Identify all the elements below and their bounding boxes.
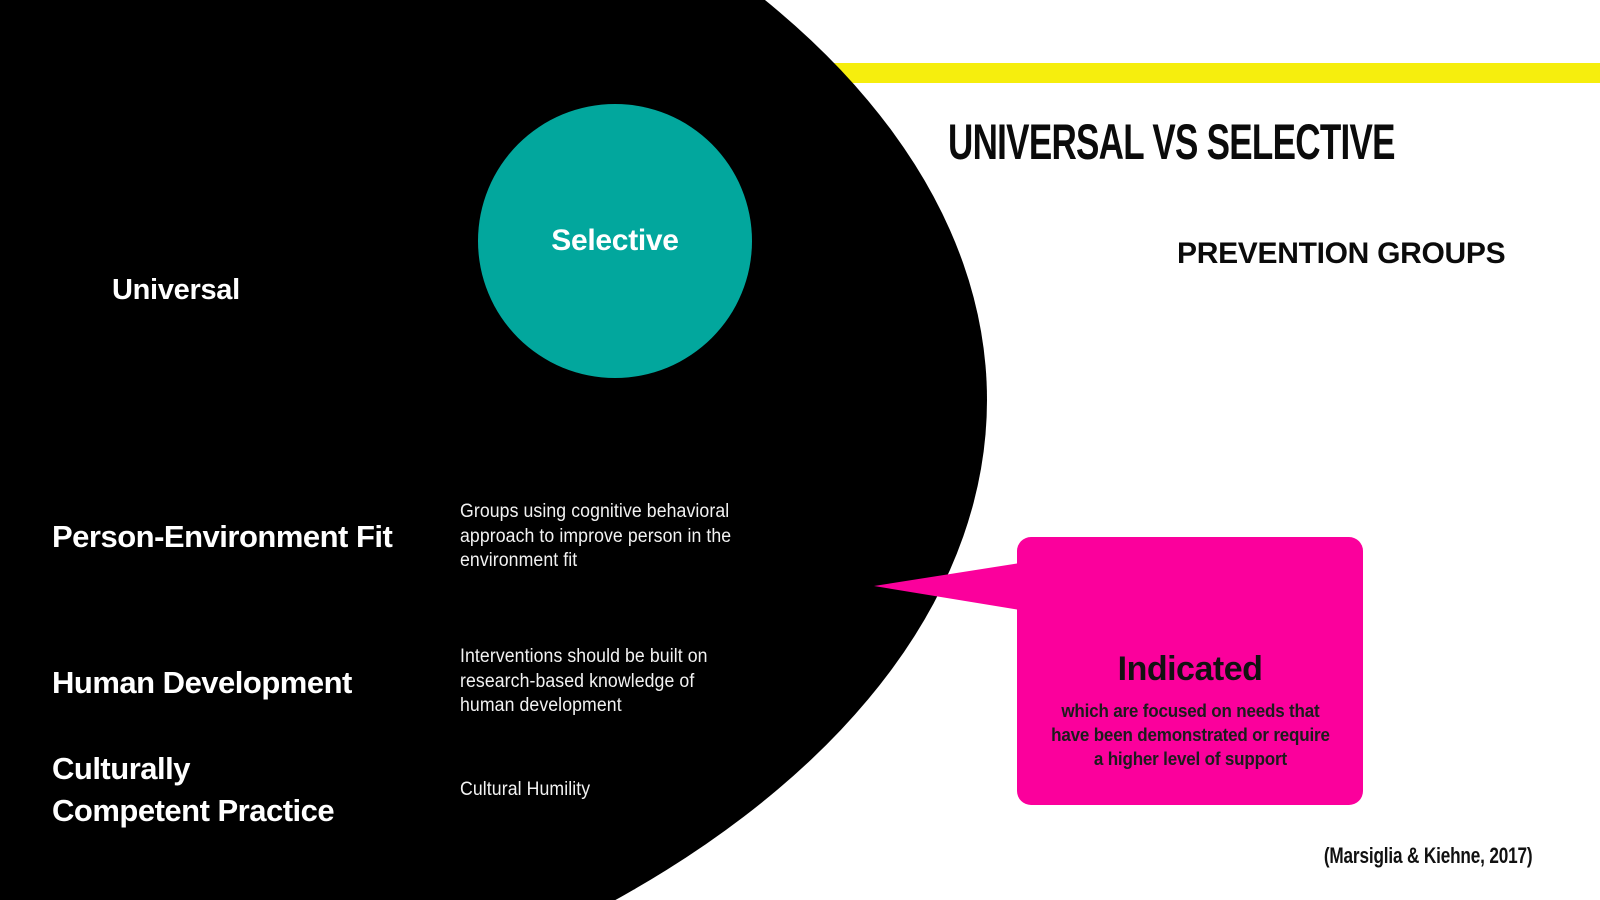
row-description-cultural-humility: Cultural Humility [460,779,591,800]
row-label-culturally-competent-practice: Culturally Competent Practice [52,751,335,828]
page-title: UNIVERSAL VS SELECTIVE [948,114,1396,170]
row-label-human-development: Human Development [52,665,352,700]
citation: (Marsiglia & Kiehne, 2017) [1323,843,1532,868]
callout-tail [874,563,1020,610]
selective-label: Selective [551,224,679,257]
callout-body: which are focused on needs that have bee… [1050,700,1330,769]
yellow-accent-bar [790,63,1600,83]
selective-circle: Selective [478,104,752,378]
row-label-person-environment-fit: Person-Environment Fit [52,519,393,554]
row-description-human-development: Interventions should be built on researc… [460,646,708,716]
universal-label: Universal [112,274,240,306]
row-description-person-environment-fit: Groups using cognitive behavioral approa… [460,501,732,571]
page-subtitle: PREVENTION GROUPS [1177,237,1506,270]
indicated-callout: Indicated which are focused on needs tha… [1017,537,1363,805]
callout-heading: Indicated [1117,650,1263,688]
